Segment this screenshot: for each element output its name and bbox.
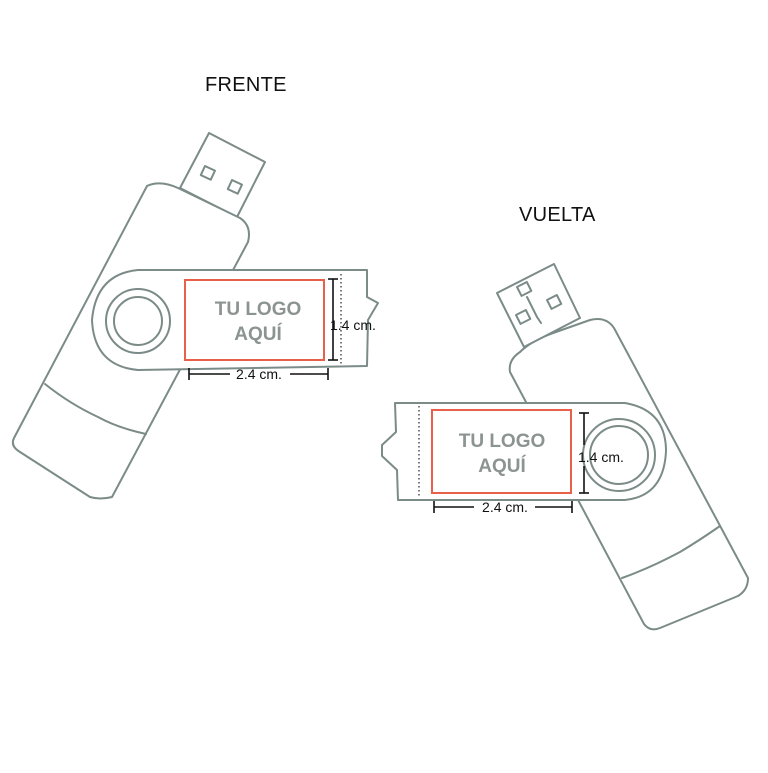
back-usb-connector	[496, 263, 581, 348]
front-width-label: 2.4 cm.	[236, 366, 282, 382]
front-logo-text-line2: AQUÍ	[234, 323, 282, 345]
front-hinge-outer-ring	[105, 288, 171, 354]
back-logo-text-line1: TU LOGO	[459, 431, 546, 452]
front-height-label: 1.4 cm.	[330, 317, 376, 333]
back-view-title: VUELTA	[519, 204, 596, 226]
back-cap-line	[621, 525, 721, 579]
back-logo-text-line2: AQUÍ	[478, 455, 526, 477]
front-usb-drive: TU LOGO AQUÍ 1.4 cm. 2.4 cm.	[11, 132, 379, 500]
back-hinge-inner-ring	[589, 425, 649, 485]
back-width-dimension: 2.4 cm.	[433, 499, 573, 515]
front-logo-text-line1: TU LOGO	[215, 299, 302, 320]
front-logo-area	[184, 279, 325, 361]
back-hinge-outer-ring	[582, 418, 656, 492]
front-height-dimension: 1.4 cm.	[328, 278, 376, 361]
back-logo-area	[431, 409, 572, 494]
front-cap-line	[44, 383, 147, 435]
front-width-dimension: 2.4 cm.	[188, 366, 329, 382]
back-width-label: 2.4 cm.	[482, 499, 528, 515]
back-usb-drive: TU LOGO AQUÍ 1.4 cm. 2.4 cm.	[381, 263, 749, 631]
back-height-dimension: 1.4 cm.	[578, 412, 624, 494]
front-hinge-inner-ring	[113, 296, 163, 346]
front-view-title: FRENTE	[205, 74, 287, 96]
back-height-label: 1.4 cm.	[578, 449, 624, 465]
